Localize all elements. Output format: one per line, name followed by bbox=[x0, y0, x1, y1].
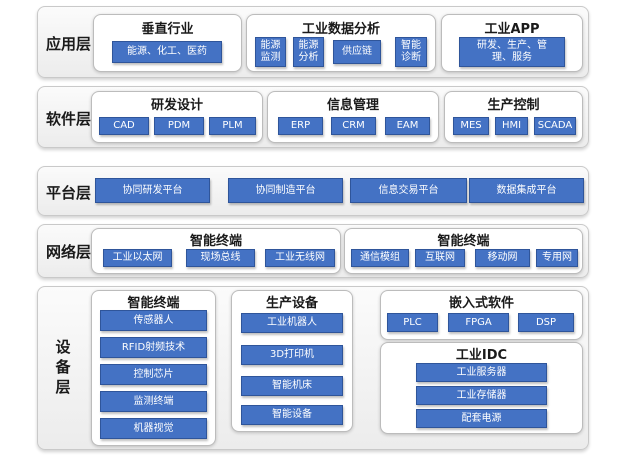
device-button[interactable]: 智能机床 bbox=[241, 376, 343, 396]
info-management-panel: 信息管理 ERP CRM EAM bbox=[267, 91, 439, 143]
network-button[interactable]: 工业以太网 bbox=[103, 249, 172, 267]
network-button[interactable]: 通信模组 bbox=[351, 249, 409, 267]
software-button[interactable]: SCADA bbox=[534, 117, 576, 135]
device-layer: 设 备 层 智能终端 传感器人 RFID射频技术 控制芯片 监测终端 机器视觉 … bbox=[37, 286, 589, 450]
embedded-software-panel: 嵌入式软件 PLC FPGA DSP bbox=[380, 290, 583, 340]
device-button[interactable]: RFID射频技术 bbox=[100, 337, 207, 358]
industry-button[interactable]: 能源、化工、医药 bbox=[112, 41, 222, 63]
industrial-app-panel: 工业APP 研发、生产、管理、服务 bbox=[441, 14, 583, 72]
panel-title: 垂直行业 bbox=[141, 22, 194, 37]
network-button[interactable]: 互联网 bbox=[415, 249, 465, 267]
panel-title: 嵌入式软件 bbox=[448, 296, 514, 311]
network-button[interactable]: 移动网 bbox=[475, 249, 530, 267]
panel-title: 智能终端 bbox=[437, 234, 490, 249]
application-layer: 应用层 垂直行业 能源、化工、医药 工业数据分析 能源监测 能源分析 供应链 智… bbox=[37, 6, 589, 78]
panel-title: 智能终端 bbox=[127, 296, 180, 311]
panel-title: 工业APP bbox=[484, 22, 540, 37]
analysis-button[interactable]: 能源分析 bbox=[293, 37, 324, 67]
production-control-panel: 生产控制 MES HMI SCADA bbox=[444, 91, 583, 143]
device-button[interactable]: 智能设备 bbox=[241, 405, 343, 425]
device-button[interactable]: 工业服务器 bbox=[416, 363, 547, 382]
device-button[interactable]: 控制芯片 bbox=[100, 364, 207, 385]
rd-design-panel: 研发设计 CAD PDM PLM bbox=[91, 91, 263, 143]
software-button[interactable]: EAM bbox=[385, 117, 430, 135]
panel-title: 工业IDC bbox=[455, 348, 508, 363]
device-button[interactable]: 工业存储器 bbox=[416, 386, 547, 405]
panel-title: 信息管理 bbox=[326, 98, 379, 113]
layer-label-char: 层 bbox=[55, 378, 71, 396]
device-button[interactable]: 监测终端 bbox=[100, 391, 207, 412]
panel-title: 研发设计 bbox=[150, 98, 203, 113]
network-button[interactable]: 现场总线 bbox=[186, 249, 255, 267]
panel-title: 工业数据分析 bbox=[301, 22, 380, 37]
layer-label: 软件层 bbox=[46, 110, 92, 128]
layer-label-char: 备 bbox=[55, 358, 71, 376]
software-button[interactable]: CRM bbox=[331, 117, 376, 135]
layer-label: 网络层 bbox=[46, 243, 92, 261]
network-button[interactable]: 专用网 bbox=[536, 249, 578, 267]
platform-button[interactable]: 数据集成平台 bbox=[469, 178, 584, 203]
device-button[interactable]: 传感器人 bbox=[100, 310, 207, 331]
platform-button[interactable]: 信息交易平台 bbox=[350, 178, 467, 203]
panel-title: 生产设备 bbox=[265, 296, 318, 311]
panel-title: 生产控制 bbox=[487, 98, 540, 113]
layer-label: 设 备 层 bbox=[54, 337, 72, 397]
panel-title: 智能终端 bbox=[189, 234, 242, 249]
platform-button[interactable]: 协同制造平台 bbox=[228, 178, 343, 203]
analysis-button[interactable]: 供应链 bbox=[333, 40, 381, 64]
analysis-button[interactable]: 智能诊断 bbox=[395, 37, 427, 67]
platform-button[interactable]: 协同研发平台 bbox=[95, 178, 210, 203]
device-button[interactable]: FPGA bbox=[448, 313, 509, 332]
software-layer: 软件层 研发设计 CAD PDM PLM 信息管理 ERP CRM EAM 生产… bbox=[37, 86, 589, 148]
software-button[interactable]: PLM bbox=[209, 117, 256, 135]
app-button[interactable]: 研发、生产、管理、服务 bbox=[459, 37, 565, 67]
device-button[interactable]: 机器视觉 bbox=[100, 418, 207, 439]
layer-label: 平台层 bbox=[46, 184, 92, 202]
device-button[interactable]: 3D打印机 bbox=[241, 345, 343, 365]
industrial-idc-panel: 工业IDC 工业服务器 工业存储器 配套电源 bbox=[380, 342, 583, 434]
device-button[interactable]: DSP bbox=[518, 313, 574, 332]
data-analysis-panel: 工业数据分析 能源监测 能源分析 供应链 智能诊断 bbox=[246, 14, 436, 72]
layer-label: 应用层 bbox=[46, 35, 92, 53]
device-button[interactable]: 工业机器人 bbox=[241, 313, 343, 333]
vertical-industry-panel: 垂直行业 能源、化工、医药 bbox=[93, 14, 242, 72]
software-button[interactable]: PDM bbox=[154, 117, 204, 135]
software-button[interactable]: HMI bbox=[495, 117, 528, 135]
platform-layer: 平台层 协同研发平台 协同制造平台 信息交易平台 数据集成平台 bbox=[37, 166, 589, 216]
device-button[interactable]: PLC bbox=[387, 313, 438, 332]
device-terminal-panel: 智能终端 传感器人 RFID射频技术 控制芯片 监测终端 机器视觉 bbox=[91, 290, 216, 446]
network-button[interactable]: 工业无线网 bbox=[265, 249, 335, 267]
software-button[interactable]: CAD bbox=[99, 117, 149, 135]
network-left-panel: 智能终端 工业以太网 现场总线 工业无线网 bbox=[91, 228, 341, 274]
network-layer: 网络层 智能终端 工业以太网 现场总线 工业无线网 智能终端 通信模组 互联网 … bbox=[37, 224, 589, 278]
software-button[interactable]: ERP bbox=[278, 117, 323, 135]
device-button[interactable]: 配套电源 bbox=[416, 409, 547, 428]
layer-label-char: 设 bbox=[55, 338, 71, 356]
software-button[interactable]: MES bbox=[453, 117, 489, 135]
production-equipment-panel: 生产设备 工业机器人 3D打印机 智能机床 智能设备 bbox=[231, 290, 353, 432]
analysis-button[interactable]: 能源监测 bbox=[255, 37, 286, 67]
network-right-panel: 智能终端 通信模组 互联网 移动网 专用网 bbox=[344, 228, 583, 274]
